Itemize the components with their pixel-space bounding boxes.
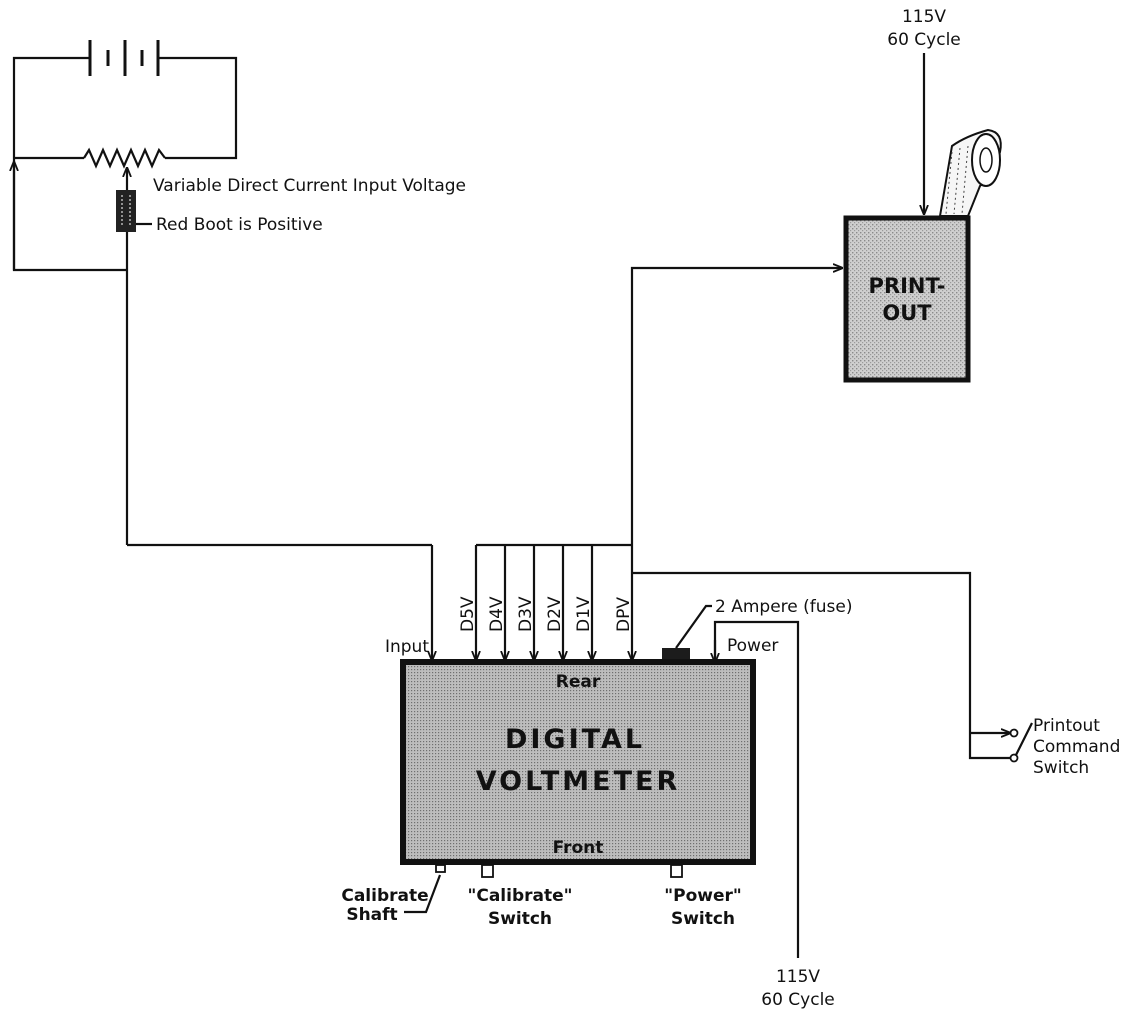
resistor-icon [83,147,166,169]
calibrate-switch-label-line2: Switch [488,909,552,929]
d3v-terminal-label: D3V [516,596,536,632]
top-supply-frequency: 60 Cycle [887,30,961,50]
power-switch-label-line2: Switch [671,909,735,929]
power-terminal-label: Power [727,636,778,656]
power-switch-icon [670,864,683,878]
dpv-terminal-label: DPV [614,597,634,632]
input-voltage-label: Variable Direct Current Input Voltage [153,176,466,196]
printout-unit: PRINT- OUT [843,215,971,383]
d5v-terminal-label: D5V [458,596,478,632]
power-switch: "Power" Switch [664,864,742,929]
digit-bus [127,543,632,660]
bottom-supply-frequency: 60 Cycle [761,990,835,1010]
top-supply-voltage: 115V [902,7,946,27]
d4v-terminal-label: D4V [487,596,507,632]
printer-label-line2: OUT [882,301,932,325]
battery-potentiometer-circuit: Variable Direct Current Input Voltage Re… [14,40,466,545]
printer-label-line1: PRINT- [869,274,946,298]
printout-switch-line3: Switch [1033,758,1089,778]
red-boot-connector-icon [116,190,136,232]
front-label: Front [553,838,604,858]
voltmeter-label-line2: VOLTMETER [476,766,681,797]
printout-command-switch: Printout Command Switch [632,571,1120,778]
rear-label: Rear [556,672,601,692]
calibrate-switch-icon [481,864,494,878]
d2v-terminal-label: D2V [545,596,565,632]
power-switch-label-line1: "Power" [664,886,741,906]
printout-switch-line1: Printout [1033,716,1100,736]
red-boot-label: Red Boot is Positive [156,215,323,235]
input-terminal-label: Input [385,637,429,657]
voltmeter-label-line1: DIGITAL [505,724,645,755]
calibrate-switch-label-line1: "Calibrate" [468,886,573,906]
d1v-terminal-label: D1V [574,596,594,632]
digital-voltmeter: Rear DIGITAL VOLTMETER Front [400,659,756,865]
calibrate-shaft: Calibrate Shaft [341,864,446,925]
switch-lever-icon [1015,722,1033,756]
printout-switch-line2: Command [1033,737,1120,757]
fuse-label: 2 Ampere (fuse) [715,597,852,617]
calibrate-shaft-icon [435,864,446,873]
battery-icon [88,40,160,76]
top-power-supply: 115V 60 Cycle [887,7,961,214]
switch-contact-icon [1009,753,1019,763]
calibrate-switch: "Calibrate" Switch [468,864,573,929]
calibrate-shaft-label-line2: Shaft [346,905,397,925]
power-line: Power 115V 60 Cycle [715,620,835,1010]
fuse-icon [662,648,690,662]
fuse: 2 Ampere (fuse) [662,597,852,662]
calibrate-shaft-label-line1: Calibrate [341,886,428,906]
switch-contact-icon [1009,728,1019,738]
paper-tape-icon [938,128,1002,217]
bottom-supply-voltage: 115V [776,967,820,987]
